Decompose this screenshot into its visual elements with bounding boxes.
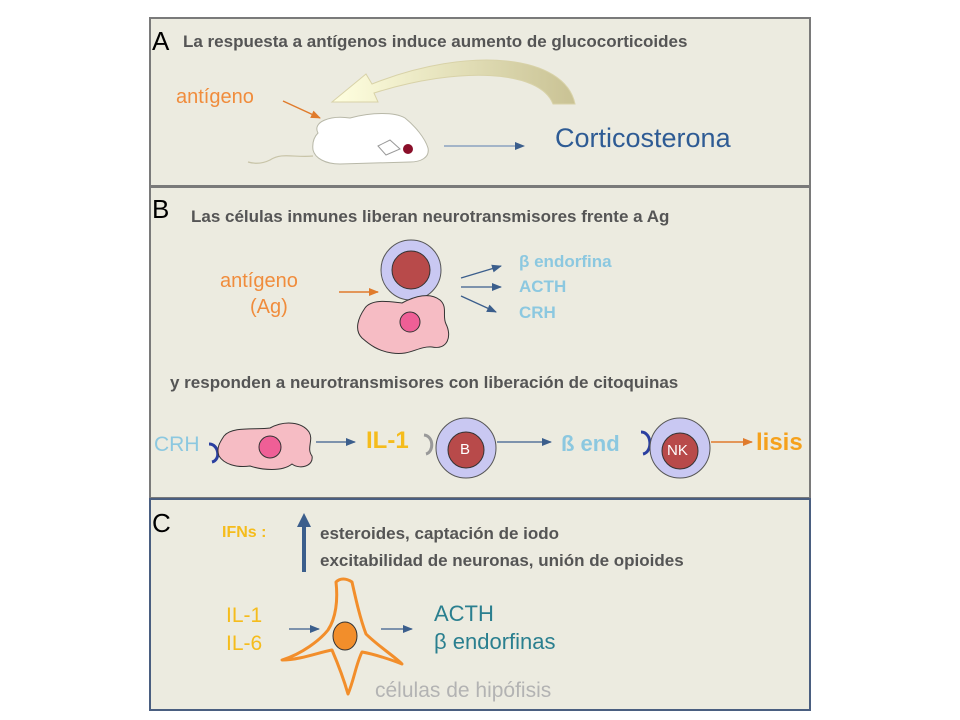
lysis-label: lisis xyxy=(756,429,803,456)
ifn-label: IFNs : xyxy=(222,524,267,541)
panel-b-heading: Las células inmunes liberan neurotransmi… xyxy=(191,207,670,226)
panel-c-letter: C xyxy=(152,508,171,538)
mouse-icon xyxy=(247,113,429,165)
output-acth-c: ACTH xyxy=(434,601,494,626)
pituitary-cell-label: células de hipófisis xyxy=(375,679,552,702)
output-arrow-1 xyxy=(460,264,502,279)
chain-crh-label: CRH xyxy=(154,433,200,456)
output-acth: ACTH xyxy=(519,277,567,296)
lymphocyte-cell xyxy=(380,239,442,301)
panel-b-antigen-label: antígeno xyxy=(220,270,298,292)
macrophage-cell xyxy=(357,295,450,355)
antigen-arrow-a xyxy=(282,100,321,119)
il1-receptor xyxy=(423,433,434,456)
ifn-effect-2: excitabilidad de neuronas, unión de opio… xyxy=(320,551,684,570)
crh-receptor xyxy=(208,442,220,464)
output-b-endorphin: β endorfina xyxy=(519,252,612,271)
panel-a-letter: A xyxy=(152,26,170,56)
corticosterone-label: Corticosterona xyxy=(555,123,731,153)
panel-b-letter: B xyxy=(152,194,170,224)
pituitary-cell xyxy=(280,577,404,696)
b-cell xyxy=(435,417,497,479)
macrophage-cell-2 xyxy=(217,422,313,470)
ifn-effect-1: esteroides, captación de iodo xyxy=(320,524,560,543)
chain-b-end-label: ß end xyxy=(561,431,620,456)
output-b-endorphins: β endorfinas xyxy=(434,629,556,654)
b-end-receptor xyxy=(640,430,652,456)
chain-il1-label: IL-1 xyxy=(366,427,409,454)
panel-a-antigen-label: antígeno xyxy=(176,86,254,108)
panel-b-antigen-abbrev: (Ag) xyxy=(250,296,288,318)
input-il1: IL-1 xyxy=(226,604,263,627)
nk-cell-label: NK xyxy=(667,442,688,459)
feedback-curve-arrow xyxy=(330,59,576,105)
output-arrow-3 xyxy=(460,295,497,313)
input-il6: IL-6 xyxy=(226,632,263,655)
nk-cell xyxy=(649,417,711,479)
panel-c xyxy=(149,498,811,711)
panel-a xyxy=(149,17,811,187)
output-crh: CRH xyxy=(519,303,556,322)
panel-b-subheading: y responden a neurotransmisores con libe… xyxy=(170,373,679,392)
b-cell-label: B xyxy=(460,441,471,458)
panel-a-heading: La respuesta a antígenos induce aumento … xyxy=(183,32,688,51)
